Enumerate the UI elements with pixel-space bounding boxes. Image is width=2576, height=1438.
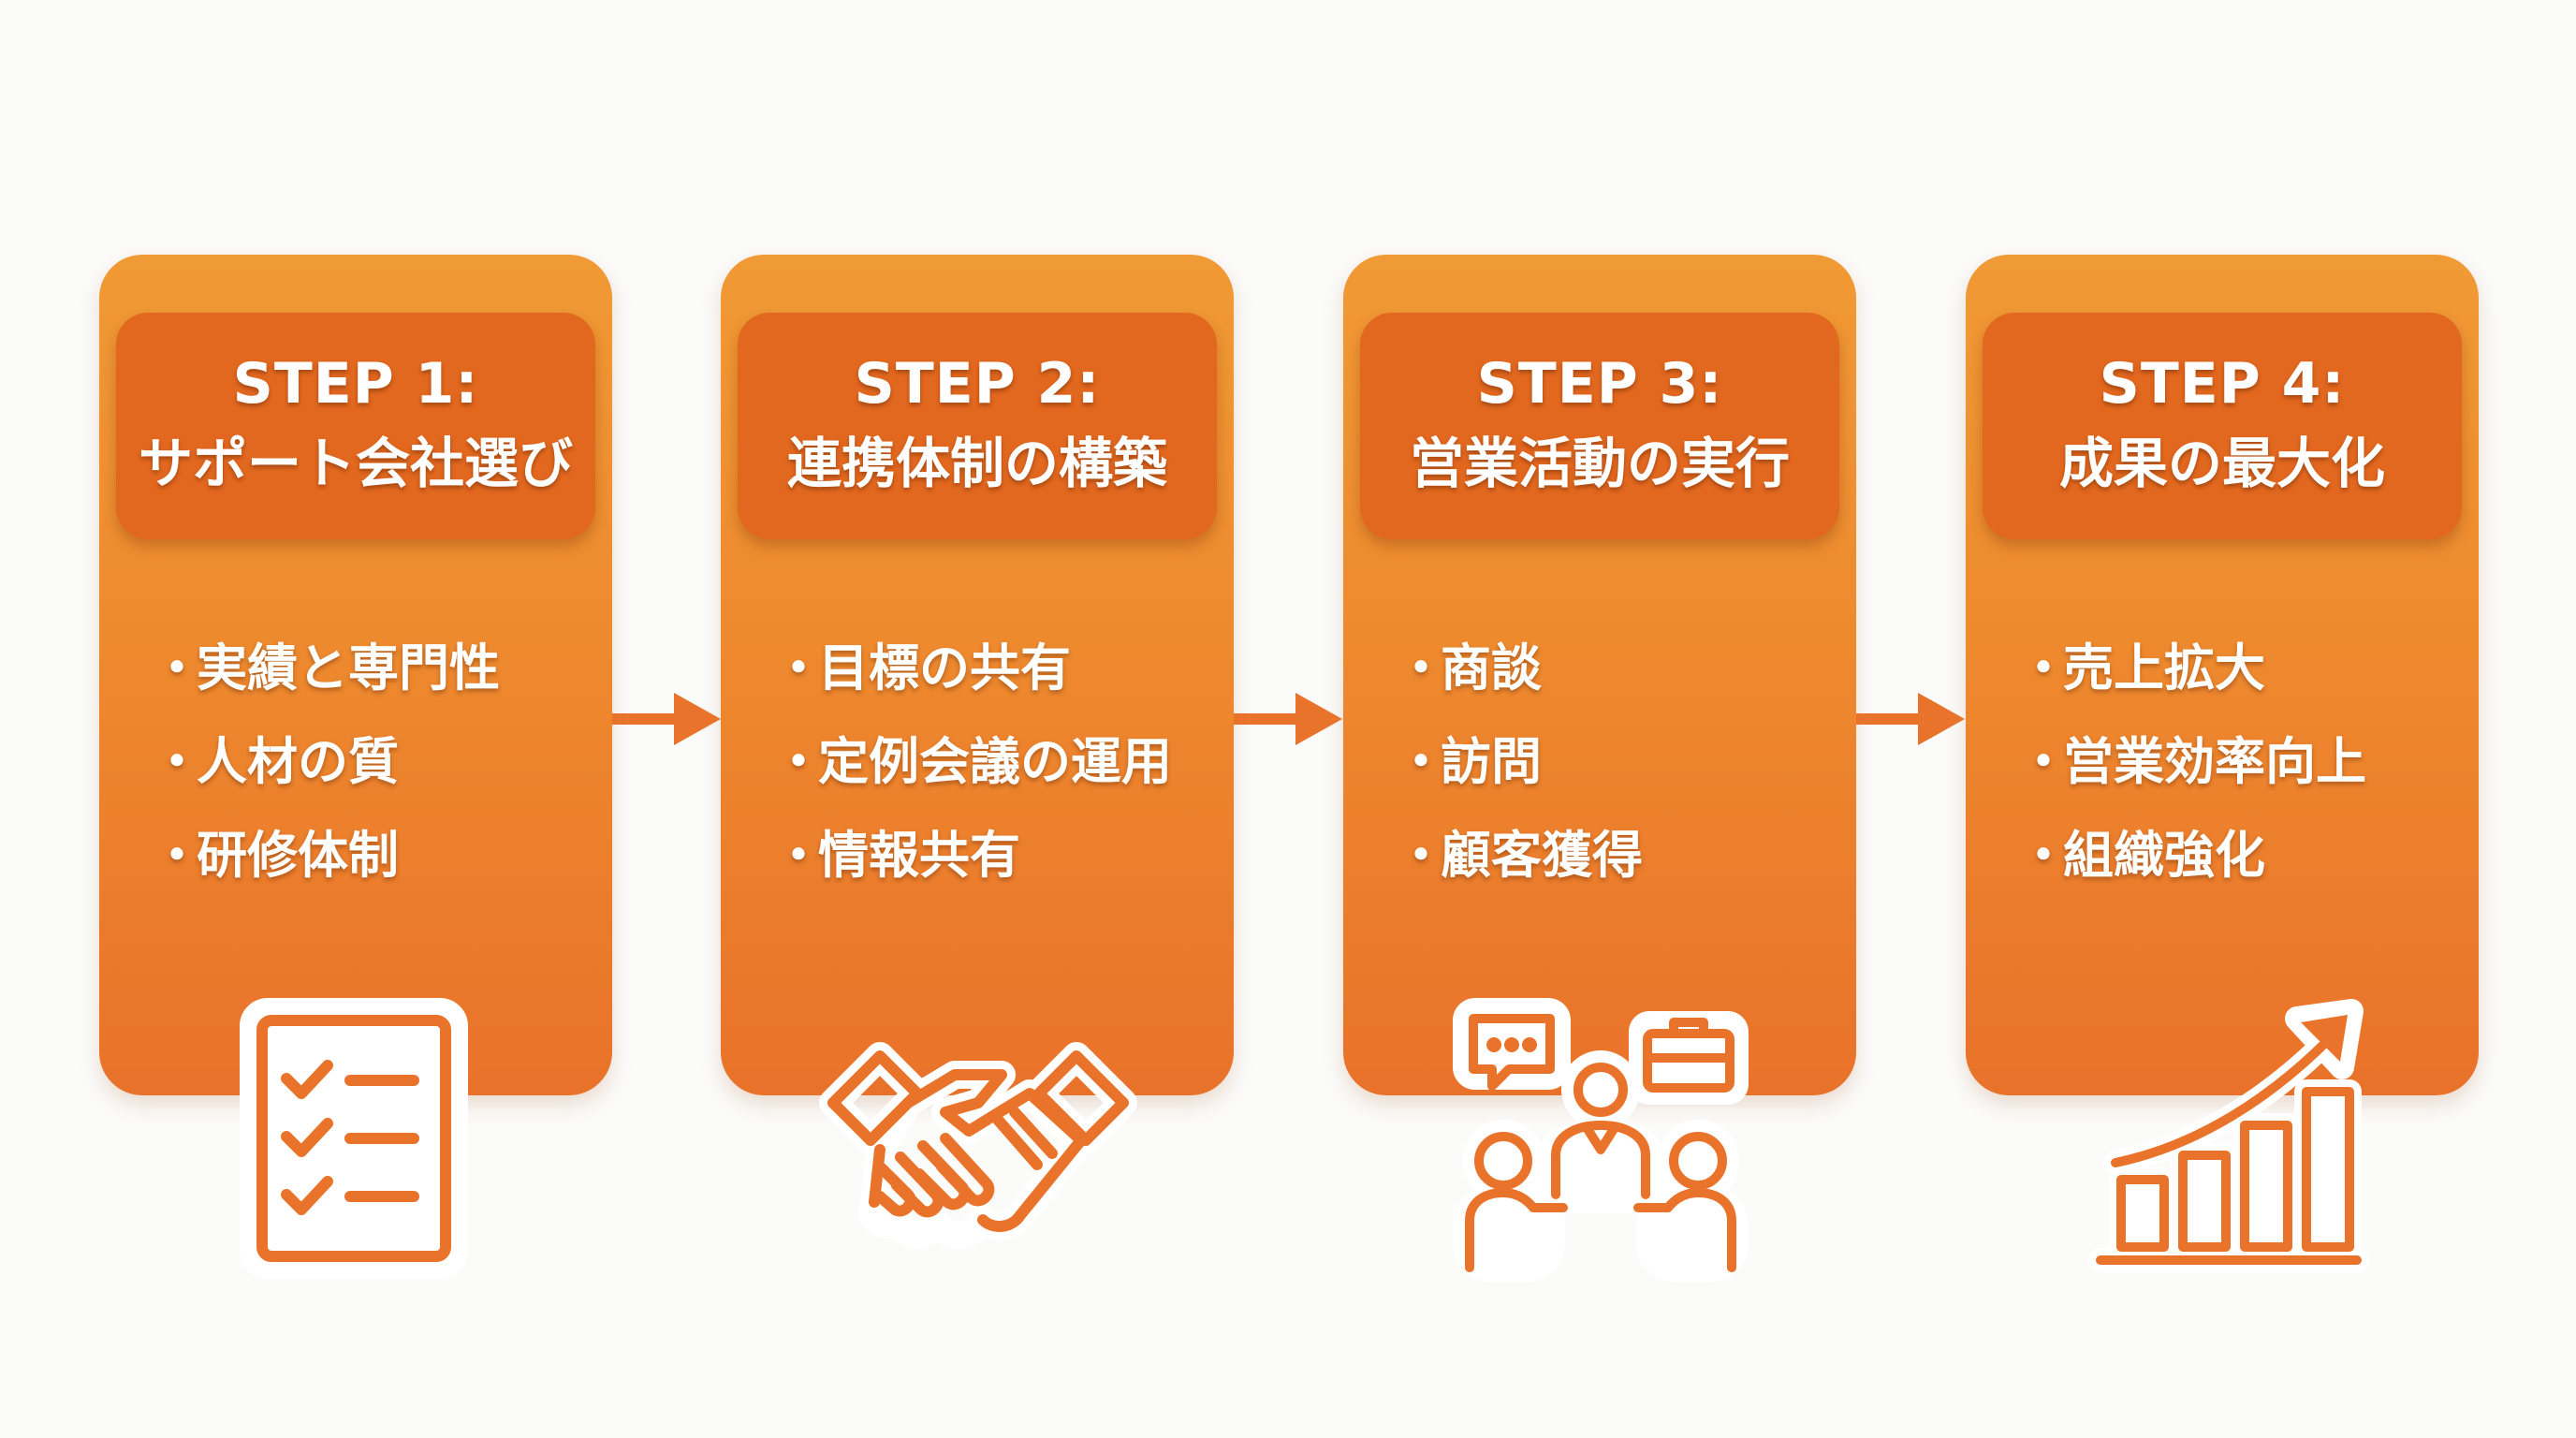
bullet-item: 売上拡大 [2018,622,2366,715]
step-title-1: サポート会社選び [138,432,573,495]
step-card-1: STEP 1: サポート会社選び 実績と専門性 人材の質 研修体制 [99,255,612,1095]
step-number-4: STEP 4: [2099,351,2346,417]
step-number-2: STEP 2: [854,351,1101,417]
step-header-3: STEP 3: 営業活動の実行 [1360,313,1839,539]
bullet-item: 組織強化 [2018,809,2366,902]
checklist-icon [240,998,468,1279]
arrow-right-icon [612,693,721,745]
bullet-item: 情報共有 [773,809,1172,902]
bullet-item: 商談 [1396,622,1643,715]
step-bullets-3: 商談 訪問 顧客獲得 [1396,622,1643,902]
step-bullets-4: 売上拡大 営業効率向上 組織強化 [2018,622,2366,902]
meeting-icon [1451,996,1750,1283]
step-title-3: 営業活動の実行 [1409,432,1790,495]
step-card-3: STEP 3: 営業活動の実行 商談 訪問 顧客獲得 [1343,255,1856,1095]
step-card-2: STEP 2: 連携体制の構築 目標の共有 定例会議の運用 情報共有 [721,255,1234,1095]
step-header-4: STEP 4: 成果の最大化 [1983,313,2462,539]
bullet-item: 訪問 [1396,715,1643,809]
step-card-4: STEP 4: 成果の最大化 売上拡大 営業効率向上 組織強化 [1966,255,2479,1095]
bullet-item: 研修体制 [152,809,500,902]
step-title-4: 成果の最大化 [2058,432,2385,495]
step-header-2: STEP 2: 連携体制の構築 [738,313,1217,539]
step-number-1: STEP 1: [232,351,479,417]
step-header-1: STEP 1: サポート会社選び [116,313,595,539]
bullet-item: 定例会議の運用 [773,715,1172,809]
growth-chart-icon [2084,996,2369,1277]
arrow-right-icon [1856,693,1965,745]
step-title-2: 連携体制の構築 [786,432,1167,495]
step-bullets-2: 目標の共有 定例会議の運用 情報共有 [773,622,1172,902]
arrow-right-icon [1234,693,1342,745]
step-number-3: STEP 3: [1476,351,1723,417]
handshake-icon [814,1037,1142,1262]
bullet-item: 人材の質 [152,715,500,809]
bullet-item: 営業効率向上 [2018,715,2366,809]
bullet-item: 実績と専門性 [152,622,500,715]
bullet-item: 顧客獲得 [1396,809,1643,902]
step-bullets-1: 実績と専門性 人材の質 研修体制 [152,622,500,902]
bullet-item: 目標の共有 [773,622,1172,715]
